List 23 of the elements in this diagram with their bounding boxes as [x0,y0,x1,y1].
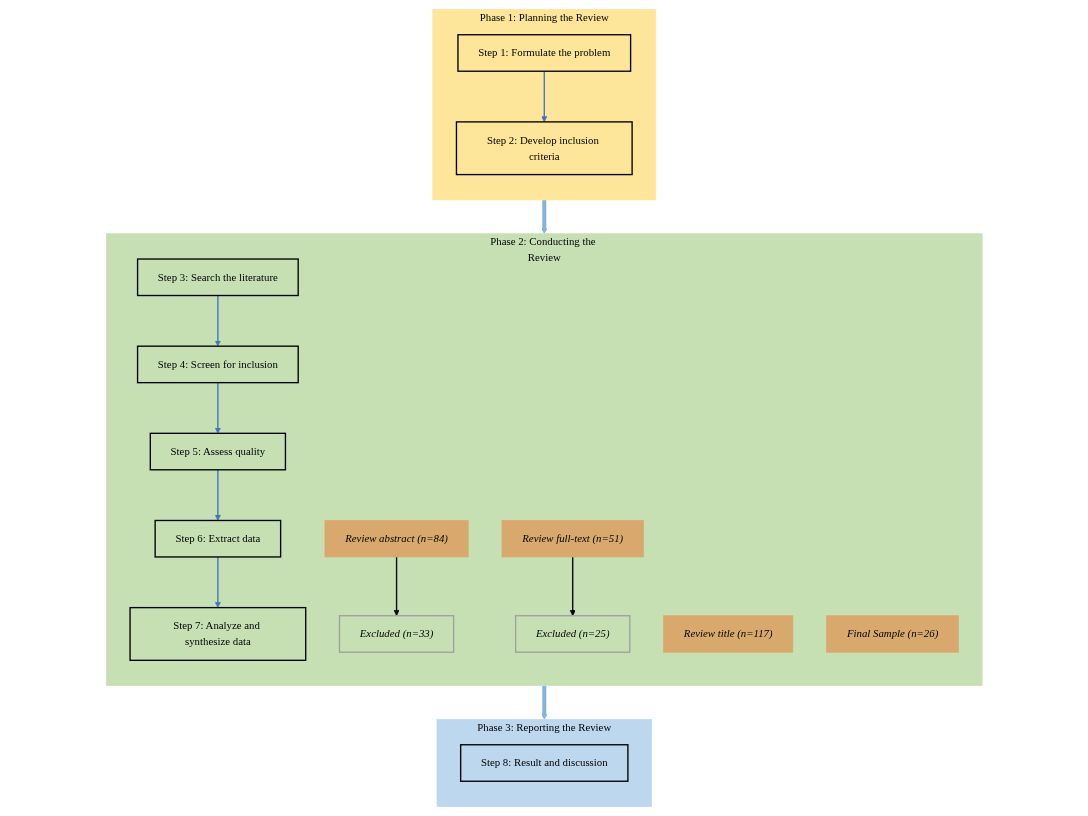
arrow [569,556,576,616]
arrow [541,199,547,234]
arrow [214,294,221,347]
node-box: Step 3: Search the literature [136,258,299,297]
arrow [214,556,221,608]
node-box: Step 2: Develop inclusion criteria [455,121,633,176]
node-box: Step 7: Analyze and synthesize data [129,606,307,661]
arrow [541,685,547,720]
node-box: Step 1: Formulate the problem [457,34,631,72]
node-box: Step 8: Result and discussion [459,744,629,782]
node-box: Review abstract (n=84) [324,520,469,558]
node-box: Step 5: Assess quality [149,432,286,471]
node-box: Final Sample (n=26) [826,615,959,653]
node-box: Review full-text (n=51) [501,520,644,558]
node-box: Step 4: Screen for inclusion [136,345,299,384]
node-box: Review title (n=117) [662,615,793,653]
node-box: Excluded (n=25) [514,615,631,653]
node-box: Step 6: Extract data [154,519,281,558]
arrow [214,382,221,434]
node-box: Excluded (n=33) [338,615,455,653]
arrow [214,469,221,521]
arrow [393,556,400,616]
arrow [541,70,547,123]
